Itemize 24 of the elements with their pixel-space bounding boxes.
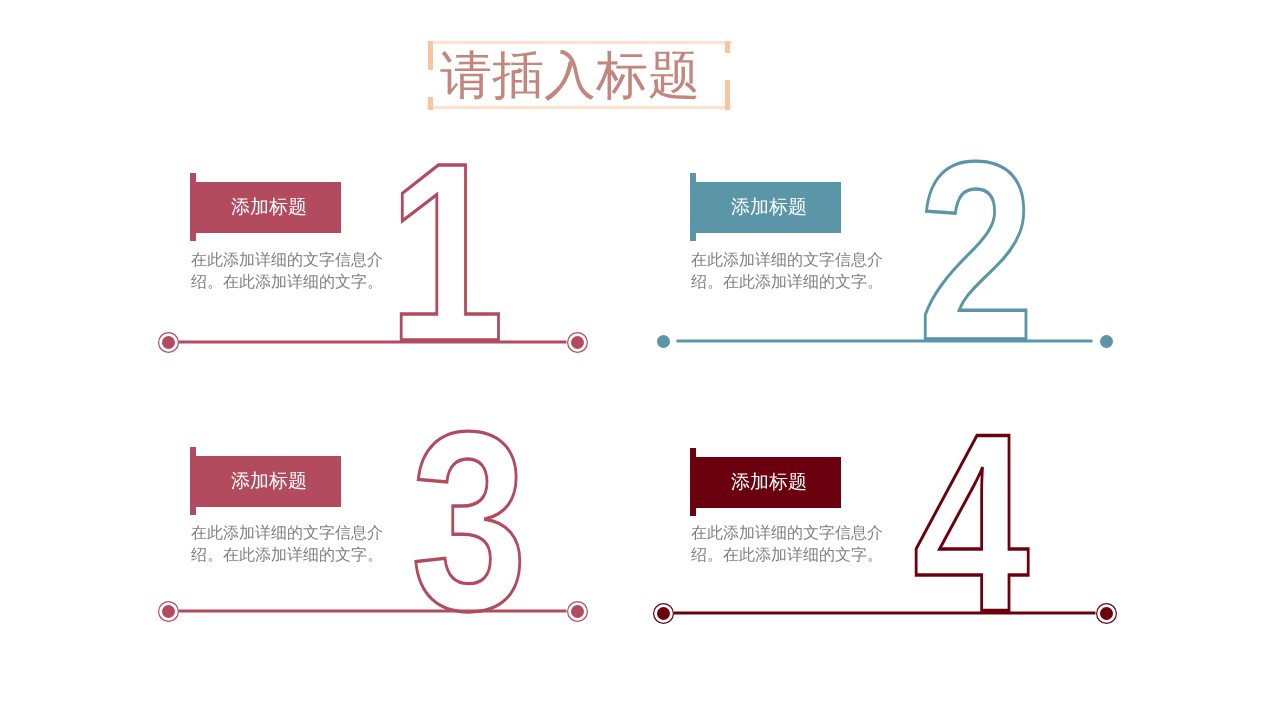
endpoint-dot-icon (1095, 602, 1117, 624)
description-text: 在此添加详细的文字信息介绍。在此添加详细的文字。 (191, 249, 384, 293)
endpoint-dot-icon (566, 600, 588, 622)
timeline-line (673, 611, 1096, 615)
heading-banner: 添加标题 (190, 447, 341, 515)
endpoint-dot-icon (656, 334, 670, 348)
description-text: 在此添加详细的文字信息介绍。在此添加详细的文字。 (691, 249, 884, 293)
heading-banner: 添加标题 (690, 173, 841, 241)
step-number: 1 (388, 155, 505, 341)
heading-banner: 添加标题 (190, 173, 341, 241)
description-text: 在此添加详细的文字信息介绍。在此添加详细的文字。 (191, 522, 384, 566)
timeline-line (676, 339, 1093, 343)
endpoint-dot-icon (157, 600, 179, 622)
endpoint-dot-icon (566, 331, 588, 353)
timeline-line (178, 609, 567, 613)
endpoint-dot-icon (1099, 334, 1113, 348)
heading-banner: 添加标题 (690, 448, 841, 516)
endpoint-dot-icon (157, 331, 179, 353)
title: 请插入标题 (427, 40, 732, 110)
step-number: 4 (913, 426, 1030, 612)
step-number: 2 (918, 154, 1035, 340)
description-text: 在此添加详细的文字信息介绍。在此添加详细的文字。 (691, 522, 884, 566)
timeline-line (178, 340, 567, 344)
endpoint-dot-icon (652, 602, 674, 624)
